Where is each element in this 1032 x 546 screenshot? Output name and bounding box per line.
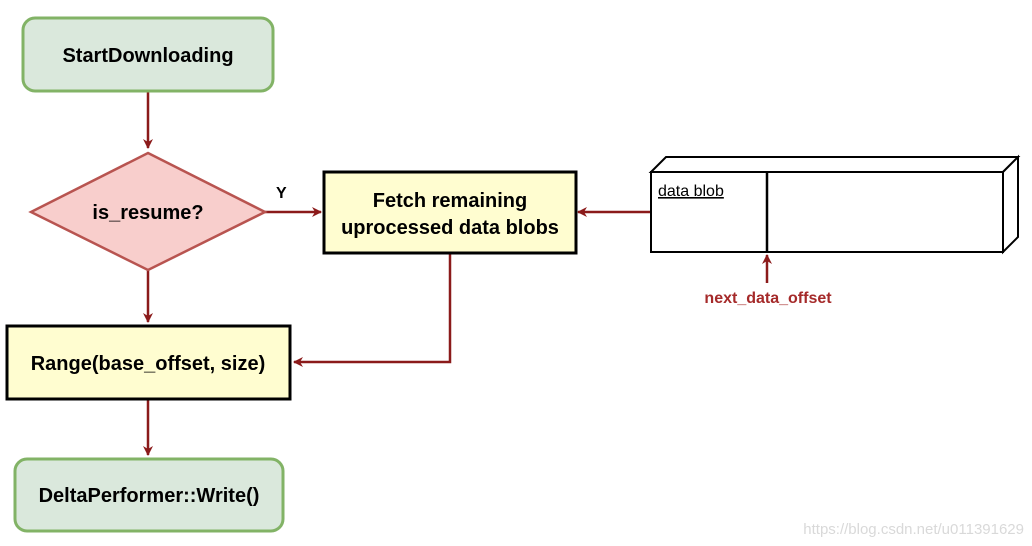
edge-fetch-to-range <box>293 254 452 367</box>
data-blob-label: data blob <box>658 183 724 200</box>
fetch-node: Fetch remaining uprocessed data blobs <box>322 170 578 255</box>
edges <box>143 92 772 456</box>
fetch-node-shape <box>322 170 578 255</box>
range-node-shape <box>5 324 292 401</box>
yes-label: Y <box>276 185 287 202</box>
data-blob: data blob <box>648 154 1021 255</box>
decision-node-shape <box>28 151 268 272</box>
fetch-node-label-line2: uprocessed data blobs <box>341 217 559 239</box>
write-node: DeltaPerformer::Write() <box>13 457 285 533</box>
decision-node-label: is_resume? <box>92 202 203 224</box>
start-node-label: StartDownloading <box>62 45 233 67</box>
range-node: Range(base_offset, size) <box>5 324 292 401</box>
fetch-node-label-line1: Fetch remaining <box>373 190 527 212</box>
start-node: StartDownloading <box>21 16 275 93</box>
watermark: https://blog.csdn.net/u011391629 <box>803 521 1024 538</box>
data-blob-front-face <box>650 171 1004 253</box>
decision-node: is_resume? <box>28 151 268 272</box>
data-blob-side-face <box>1002 154 1019 255</box>
data-blob-top-face <box>648 156 1021 173</box>
range-node-label: Range(base_offset, size) <box>31 353 266 375</box>
start-node-shape <box>21 16 275 93</box>
write-node-shape <box>13 457 285 533</box>
write-node-label: DeltaPerformer::Write() <box>39 485 260 507</box>
next-data-offset-label: next_data_offset <box>704 290 832 307</box>
